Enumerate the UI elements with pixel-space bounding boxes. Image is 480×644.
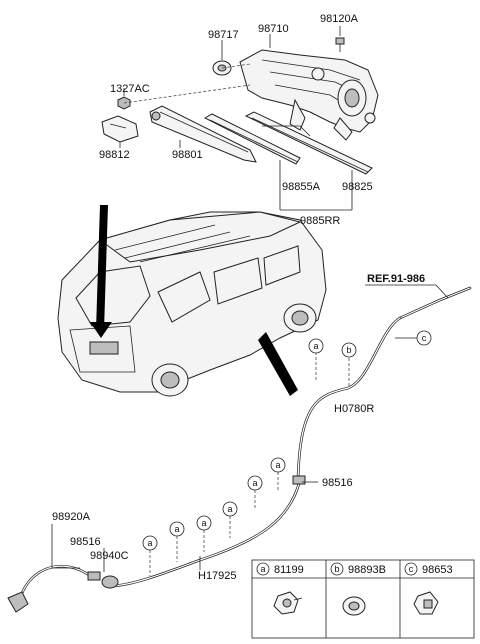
- wiper-arm-98801: [149, 105, 257, 163]
- label-98120A: 98120A: [320, 13, 359, 25]
- svg-text:98653: 98653: [422, 564, 453, 576]
- callout-a-4: a: [222, 501, 238, 517]
- legend-item-a: a 81199: [256, 562, 304, 615]
- svg-text:b: b: [346, 345, 351, 355]
- label-98710: 98710: [258, 23, 289, 35]
- svg-text:a: a: [201, 518, 206, 528]
- label-98516-left: 98516: [70, 536, 101, 548]
- legend-item-b: b 98893B: [330, 562, 386, 616]
- label-9885RR: 9885RR: [300, 215, 340, 227]
- label-ref-91-986: REF.91-986: [367, 273, 425, 285]
- svg-text:c: c: [422, 333, 427, 343]
- clip-81199-icon: [273, 591, 303, 615]
- svg-text:81199: 81199: [274, 564, 304, 576]
- label-98825: 98825: [342, 181, 373, 193]
- wiper-blade-refill-98825: [244, 111, 373, 175]
- svg-text:b: b: [334, 564, 339, 574]
- callout-a-3: a: [247, 475, 263, 491]
- callout-a-1: a: [308, 338, 324, 354]
- bolt-98120A: [335, 37, 345, 52]
- vehicle-body: [57, 205, 327, 397]
- svg-text:a: a: [174, 524, 179, 534]
- svg-text:a: a: [260, 564, 265, 574]
- callout-a-5: a: [196, 515, 212, 531]
- svg-text:a: a: [147, 538, 152, 548]
- label-H0780R: H0780R: [334, 403, 374, 415]
- svg-text:a: a: [227, 504, 232, 514]
- label-98855A: 98855A: [282, 181, 321, 193]
- callout-c-1: c: [416, 330, 432, 346]
- svg-text:98893B: 98893B: [348, 564, 386, 576]
- label-98801: 98801: [172, 149, 203, 161]
- label-H17925: H17925: [198, 570, 237, 582]
- callout-leaders: [51, 26, 418, 576]
- label-98812: 98812: [99, 149, 130, 161]
- label-98717: 98717: [208, 29, 239, 41]
- wiper-blade-98855A: [203, 113, 301, 165]
- callout-b-1: b: [341, 342, 357, 358]
- clip-98653-icon: [413, 591, 439, 615]
- svg-text:a: a: [275, 460, 280, 470]
- svg-text:a: a: [313, 341, 318, 351]
- label-98920A: 98920A: [52, 511, 91, 523]
- label-98940C: 98940C: [90, 550, 129, 562]
- cap-98812: [101, 115, 139, 143]
- label-98516-right: 98516: [322, 477, 353, 489]
- svg-text:a: a: [252, 478, 257, 488]
- legend-item-c: c 98653: [404, 562, 453, 615]
- callout-a-2: a: [270, 457, 286, 473]
- legend-table: a 81199 b 98893B c 98653: [251, 559, 475, 639]
- label-1327AC: 1327AC: [110, 83, 150, 95]
- grommet-98893B-icon: [342, 596, 366, 616]
- callout-a-7: a: [142, 535, 158, 551]
- callout-a-6: a: [169, 521, 185, 537]
- wiper-motor-98710: [239, 49, 379, 141]
- svg-text:c: c: [409, 564, 414, 574]
